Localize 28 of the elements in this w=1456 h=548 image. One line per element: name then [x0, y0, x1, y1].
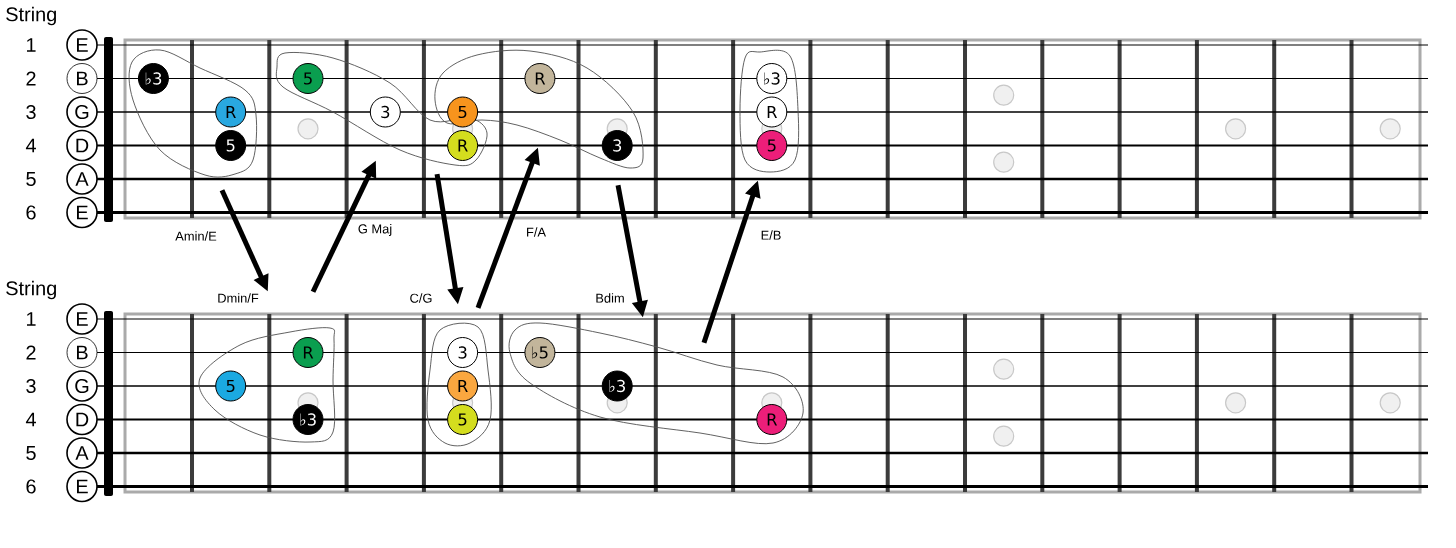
string-number: 3: [26, 378, 36, 394]
heading: String: [6, 280, 56, 300]
chord-outline: [275, 52, 488, 167]
string-number: 2: [26, 71, 36, 86]
chord-outline: [739, 49, 800, 173]
chord-name: Amin/E: [175, 231, 217, 241]
string-number: 5: [26, 172, 36, 186]
chord-name: F/A: [527, 227, 546, 237]
chord-outline: [434, 49, 644, 169]
chord-outline: [426, 322, 492, 447]
string-number: 3: [26, 104, 36, 120]
chord-name: Dmin/F: [218, 293, 259, 303]
chord-name: G Maj: [358, 224, 392, 236]
string-number: 2: [26, 345, 36, 360]
string-number: 1: [27, 312, 36, 326]
string-number: 4: [25, 138, 36, 153]
chord-outline: [198, 327, 336, 443]
chord-name: C/G: [410, 293, 432, 303]
chord-outline: [508, 322, 804, 445]
chord-name: Bdim: [596, 293, 624, 303]
string-number: 1: [27, 38, 36, 52]
string-number: 4: [25, 412, 36, 427]
string-number: 5: [26, 446, 36, 460]
heading: String: [6, 6, 56, 26]
chord-outline: [128, 49, 258, 178]
string-number: 6: [26, 205, 36, 220]
chord-name: E/B: [761, 230, 781, 240]
string-number: 6: [26, 479, 36, 494]
